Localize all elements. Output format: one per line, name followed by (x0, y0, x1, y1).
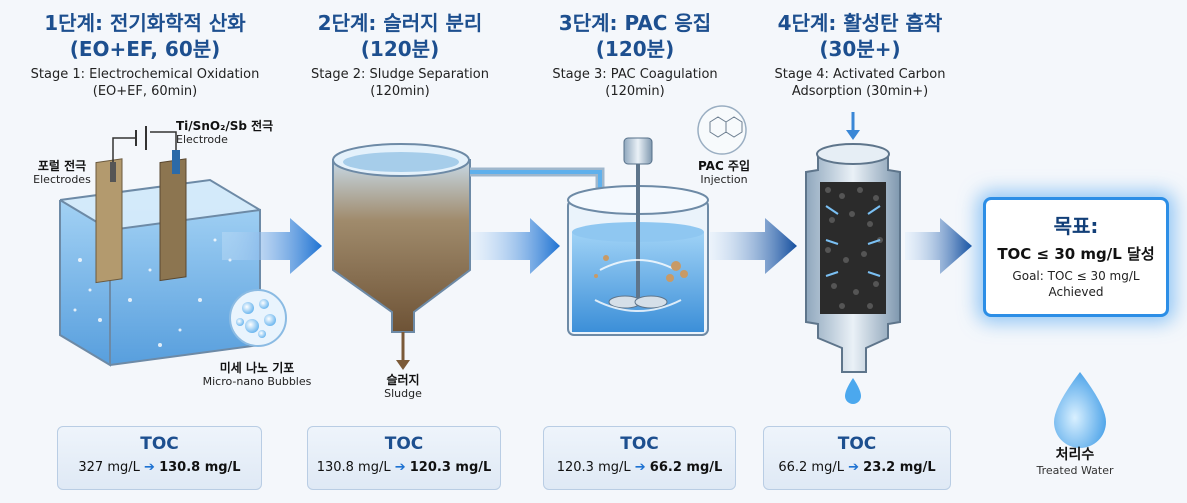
goal-title: 목표: (986, 210, 1166, 239)
treated-water-label-ko: 처리수 (1040, 444, 1110, 464)
toc-to: 120.3 mg/L (410, 460, 492, 475)
arrow-right-icon: ➔ (144, 460, 155, 475)
toc-to: 23.2 mg/L (863, 460, 935, 475)
toc-title: TOC (544, 434, 735, 454)
goal-box: 목표: TOC ≤ 30 mg/L 달성 Goal: TOC ≤ 30 mg/L… (983, 197, 1169, 317)
goal-main: TOC ≤ 30 mg/L 달성 (986, 243, 1166, 264)
toc-from: 120.3 mg/L (557, 460, 631, 475)
toc-title: TOC (58, 434, 261, 454)
sludge-label-en: Sludge (384, 387, 422, 400)
toc-box-stage3: TOC 120.3 mg/L ➔ 66.2 mg/L (543, 426, 736, 490)
carbon-column (806, 112, 900, 404)
toc-box-stage4: TOC 66.2 mg/L ➔ 23.2 mg/L (763, 426, 951, 490)
pac-injection-label: PAC 주입 Injection (684, 160, 764, 186)
arrow-right-icon: ➔ (635, 460, 646, 475)
goal-en-line1: Goal: TOC ≤ 30 mg/L (986, 268, 1166, 284)
sludge-label-ko: 슬러지 (373, 374, 433, 387)
electrode-label: Ti/SnO₂/Sb 전극 Electrode (176, 120, 286, 146)
toc-values: 120.3 mg/L ➔ 66.2 mg/L (544, 460, 735, 475)
toc-to: 130.8 mg/L (159, 460, 241, 475)
arrow-right-icon: ➔ (395, 460, 406, 475)
sedimentation-tank (333, 144, 600, 370)
flow-arrow-3 (710, 218, 797, 274)
flow-arrow-2 (470, 218, 560, 274)
arrow-right-icon: ➔ (848, 460, 859, 475)
toc-title: TOC (308, 434, 500, 454)
toc-title: TOC (764, 434, 950, 454)
electrode-label-en: Electrode (176, 133, 228, 146)
toc-to: 66.2 mg/L (650, 460, 722, 475)
treated-water-drop (1054, 372, 1106, 448)
sludge-label: 슬러지 Sludge (373, 374, 433, 400)
bubbles-label-en: Micro-nano Bubbles (203, 375, 312, 388)
pyrrole-electrode-label: 포럴 전극 Electrodes (22, 160, 102, 186)
treated-water-label-en: Treated Water (1020, 464, 1130, 477)
toc-values: 327 mg/L ➔ 130.8 mg/L (58, 460, 261, 475)
coagulation-tank (568, 106, 746, 335)
pac-label-ko: PAC 주입 (684, 160, 764, 173)
toc-values: 130.8 mg/L ➔ 120.3 mg/L (308, 460, 500, 475)
electrode-label-ko: Ti/SnO₂/Sb 전극 (176, 120, 286, 133)
toc-box-stage2: TOC 130.8 mg/L ➔ 120.3 mg/L (307, 426, 501, 490)
toc-from: 66.2 mg/L (778, 460, 844, 475)
flow-arrow-4 (905, 218, 972, 274)
toc-box-stage1: TOC 327 mg/L ➔ 130.8 mg/L (57, 426, 262, 490)
pyrrole-label-ko: 포럴 전극 (22, 160, 102, 173)
toc-from: 327 mg/L (78, 460, 139, 475)
bubbles-label: 미세 나노 기포 Micro-nano Bubbles (192, 362, 322, 388)
pyrrole-label-en: Electrodes (33, 173, 91, 186)
pac-label-en: Injection (700, 173, 747, 186)
goal-en: Goal: TOC ≤ 30 mg/L Achieved (986, 268, 1166, 300)
goal-en-line2: Achieved (986, 284, 1166, 300)
toc-from: 130.8 mg/L (317, 460, 391, 475)
bubbles-label-ko: 미세 나노 기포 (192, 362, 322, 375)
toc-values: 66.2 mg/L ➔ 23.2 mg/L (764, 460, 950, 475)
